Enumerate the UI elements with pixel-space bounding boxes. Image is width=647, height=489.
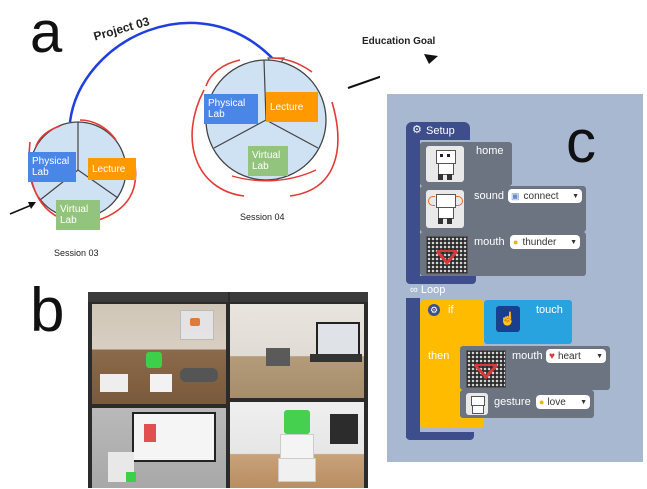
setup-label: Setup [426, 125, 455, 137]
setup-gear-icon: ⚙ [412, 124, 422, 136]
photo-laptop-desk [230, 304, 364, 398]
home-label: home [476, 145, 504, 157]
project-arc [68, 21, 277, 123]
chevron-down-icon: ▼ [570, 238, 577, 246]
photo-cables [180, 368, 218, 382]
gesture-dropdown[interactable]: ● love ▼ [536, 395, 590, 409]
panel-b-letter: b [30, 276, 65, 345]
panel-a-letter: a [30, 0, 63, 65]
session04-virtual-lab: Virtual Lab [248, 146, 288, 176]
setup-spine [406, 138, 420, 280]
mouth-heart-led-matrix [466, 350, 506, 388]
mouth-heart-dropdown[interactable]: ♥ heart ▼ [546, 349, 606, 363]
session03-virtual-lab: Virtual Lab [56, 200, 100, 230]
chevron-down-icon: ▼ [596, 352, 603, 360]
photo-simulator-screen [92, 408, 226, 488]
photo-toolbar-left [88, 292, 228, 302]
photo-robot-parts [92, 304, 226, 404]
photo-toolbar-right [230, 292, 368, 302]
photo-robot-legs [278, 458, 316, 482]
touch-label: touch [536, 304, 563, 316]
session04-cycle-arrow [191, 89, 245, 197]
loop-spine [406, 298, 420, 438]
photo-white-parts [100, 374, 128, 392]
sound-dropdown[interactable]: ▣ connect ▼ [508, 189, 582, 203]
photo-laptop [316, 322, 360, 356]
session03-caption: Session 03 [54, 248, 99, 258]
photo-robot-head [284, 410, 310, 434]
gesture-label: gesture [494, 396, 531, 408]
if-gear-icon: ⚙ [428, 304, 440, 316]
gesture-robot-icon [466, 393, 488, 415]
setup-block[interactable] [406, 122, 470, 140]
mouth2-value: heart [557, 350, 581, 362]
loop-footer [406, 432, 474, 440]
photo-container-box [180, 310, 214, 340]
session03-lecture: Lecture [88, 158, 136, 180]
photo-assembled-robot [230, 402, 364, 488]
mouth-label: mouth [474, 236, 505, 248]
setup-footer [406, 276, 476, 284]
panel-a-diagram [9, 21, 380, 223]
love-icon: ● [539, 397, 545, 407]
then-label: then [428, 350, 450, 362]
touch-sensor-icon: ☝ [496, 306, 520, 332]
education-goal-arrow [347, 75, 380, 89]
connect-icon: ▣ [511, 190, 520, 201]
chevron-down-icon: ▼ [580, 398, 587, 406]
photo-orange-part [190, 318, 200, 326]
education-goal-label: Education Goal [362, 36, 436, 47]
photo-green-head [146, 352, 162, 368]
sound-robot-icon [426, 190, 464, 228]
photo-laptop-base [310, 354, 362, 362]
photo-white-body [150, 374, 172, 392]
photo-robot-body [280, 434, 314, 460]
heart-icon: ♥ [549, 350, 555, 362]
mouth-dropdown[interactable]: ● thunder ▼ [510, 235, 580, 249]
chevron-down-icon: ▼ [572, 192, 579, 200]
session04-physical-lab: Physical Lab [204, 94, 258, 124]
home-robot-icon [426, 146, 464, 182]
education-goal-arrowhead [424, 54, 438, 64]
session03-physical-lab: Physical Lab [28, 152, 76, 182]
session04-lecture: Lecture [266, 92, 318, 122]
mouth-value: thunder [522, 236, 557, 248]
session04-caption: Session 04 [240, 212, 285, 222]
photo-grid [88, 292, 368, 488]
gesture-value: love [547, 396, 566, 408]
photo-monitor-content [144, 424, 156, 442]
if-label: if [448, 304, 454, 316]
photo-green-piece [126, 472, 136, 482]
panel-c-letter: c [566, 108, 596, 175]
sound-label: sound [474, 190, 504, 202]
mouth2-label: mouth [512, 350, 543, 362]
mouth-led-matrix [426, 236, 468, 274]
photo-background-laptop [330, 414, 358, 444]
sound-value: connect [523, 190, 559, 202]
loop-label: ∞ Loop [410, 284, 446, 296]
photo-monitor [132, 412, 216, 462]
thunder-icon: ● [513, 237, 519, 247]
photo-robot-small [266, 348, 290, 366]
